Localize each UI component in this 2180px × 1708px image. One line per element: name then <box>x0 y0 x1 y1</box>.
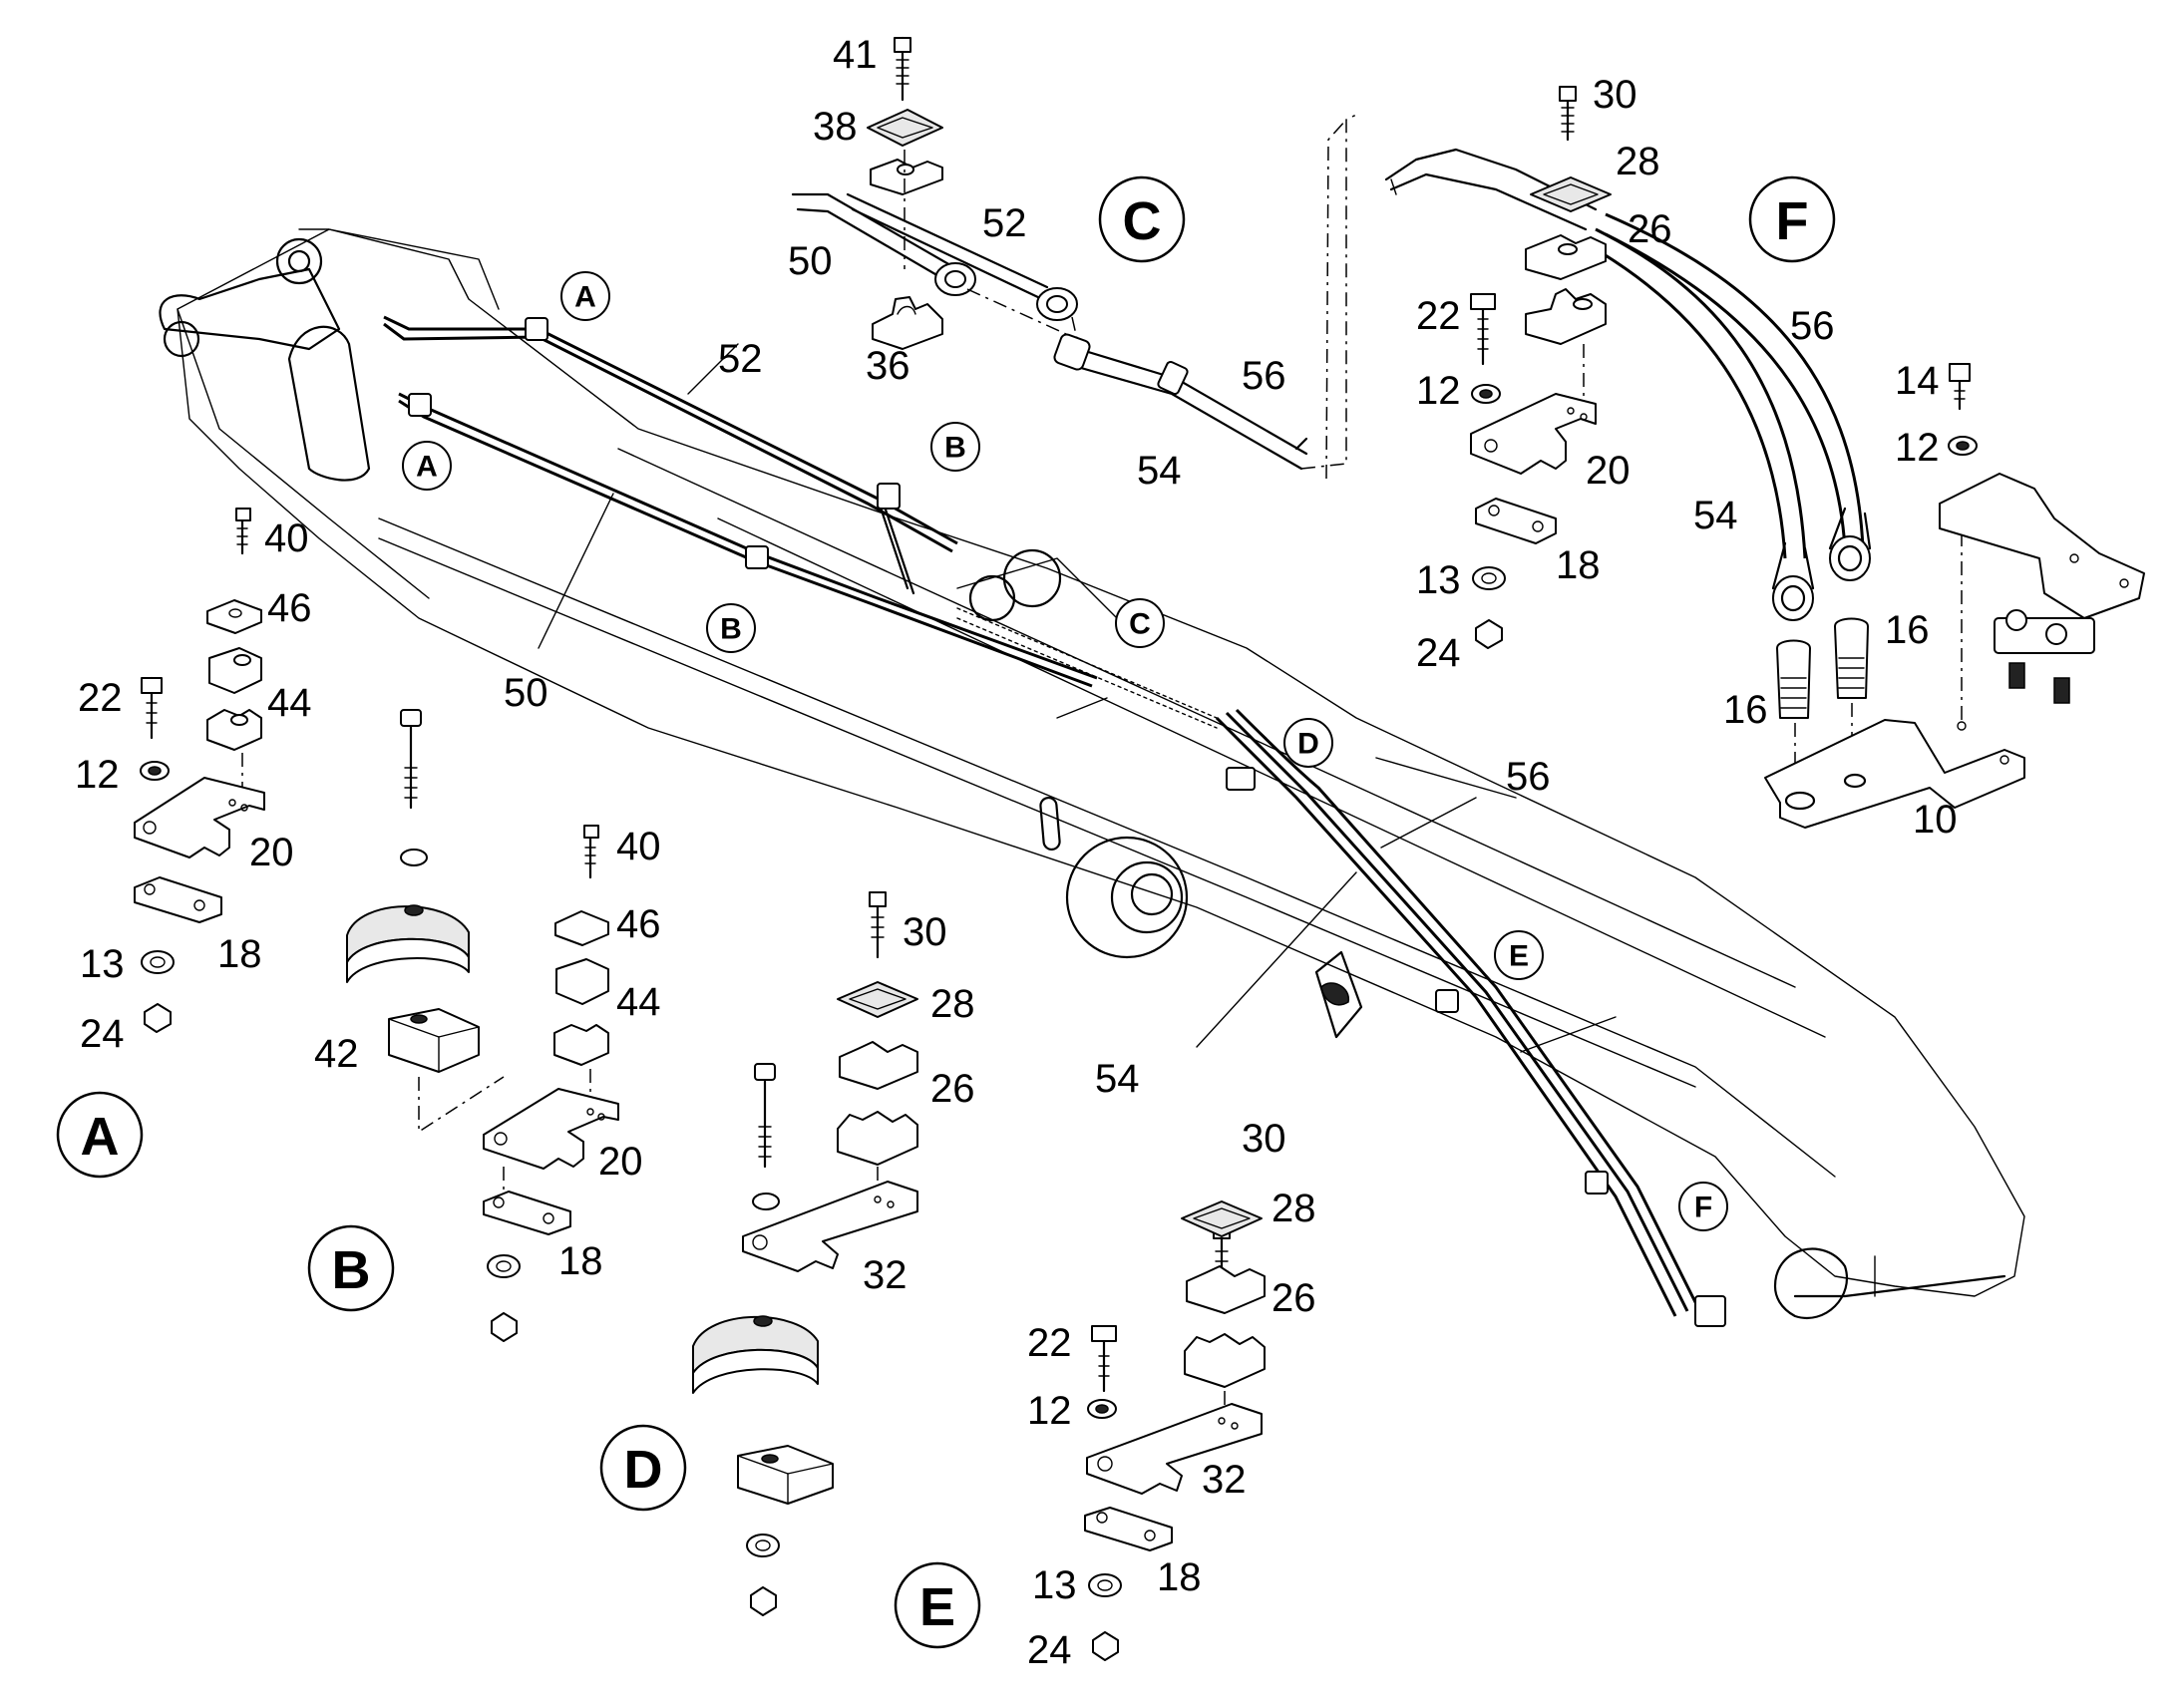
svg-text:E: E <box>1509 940 1529 973</box>
svg-text:A: A <box>574 281 596 314</box>
detail-e <box>1084 1200 1266 1661</box>
label-24-a: 24 <box>80 1012 125 1056</box>
label-12-e: 12 <box>1027 1389 1072 1433</box>
boom-marker-d: D <box>1283 718 1333 768</box>
detail-c <box>791 36 1357 480</box>
boom-arm <box>159 228 2025 1319</box>
label-56-boom: 56 <box>1506 755 1551 799</box>
detail-a <box>134 508 265 1033</box>
label-22-a: 22 <box>78 676 123 720</box>
label-54-detail: 54 <box>1137 449 1182 493</box>
label-22-f: 22 <box>1416 294 1461 338</box>
section-callout-c: C <box>1098 175 1186 263</box>
label-40-a: 40 <box>264 516 309 560</box>
label-22-e: 22 <box>1027 1321 1072 1365</box>
label-16-left: 16 <box>1723 688 1768 732</box>
label-26-e: 26 <box>1272 1276 1316 1320</box>
label-40-b: 40 <box>616 825 661 868</box>
label-13-e: 13 <box>1032 1563 1077 1607</box>
label-10: 10 <box>1913 798 1958 842</box>
boom-markers: A A B B C D E F <box>402 271 1728 1231</box>
label-20-f: 20 <box>1586 449 1631 493</box>
label-20-a: 20 <box>249 831 294 874</box>
label-46-a: 46 <box>267 586 312 630</box>
label-38: 38 <box>813 105 858 149</box>
section-callout-d: D <box>599 1424 687 1512</box>
boom-marker-a-top: A <box>560 271 610 321</box>
section-callouts: C F A B D E <box>56 175 1836 1649</box>
label-56-f: 56 <box>1790 304 1835 348</box>
section-callout-e: E <box>894 1561 981 1649</box>
svg-text:A: A <box>416 451 438 484</box>
svg-text:D: D <box>624 1440 663 1500</box>
boom-marker-f: F <box>1678 1182 1728 1231</box>
label-24-e: 24 <box>1027 1628 1072 1672</box>
label-16-right: 16 <box>1885 608 1930 652</box>
label-46-b: 46 <box>616 902 661 946</box>
label-36: 36 <box>866 344 910 388</box>
label-44-b: 44 <box>616 980 661 1024</box>
boom-marker-c: C <box>1115 598 1165 648</box>
svg-text:C: C <box>1123 191 1162 251</box>
svg-text:C: C <box>1129 608 1151 641</box>
label-50-boom: 50 <box>504 671 548 715</box>
detail-f <box>1384 86 2145 829</box>
detail-b <box>346 709 619 1342</box>
label-52-boom: 52 <box>718 337 763 381</box>
label-24-f: 24 <box>1416 631 1461 675</box>
label-44-a: 44 <box>267 681 312 725</box>
label-26-d: 26 <box>930 1067 975 1111</box>
label-41: 41 <box>833 33 878 77</box>
boom-hoses <box>383 315 1726 1327</box>
label-50-detail: 50 <box>788 239 833 283</box>
detail-d <box>692 891 918 1616</box>
label-54-f: 54 <box>1693 494 1738 537</box>
svg-text:B: B <box>720 613 742 646</box>
label-13-f: 13 <box>1416 558 1461 602</box>
label-12-a: 12 <box>75 753 120 797</box>
svg-text:D: D <box>1297 728 1319 761</box>
svg-text:A: A <box>81 1107 120 1167</box>
svg-text:F: F <box>1776 191 1809 251</box>
part-number-labels: 41 38 52 50 36 56 54 52 50 30 28 26 22 1… <box>75 33 1958 1672</box>
label-54-boom: 54 <box>1095 1057 1140 1101</box>
boom-marker-e: E <box>1494 930 1544 980</box>
label-12-bracket: 12 <box>1895 426 1940 470</box>
label-28-d: 28 <box>930 982 975 1026</box>
boom-marker-b-right: B <box>930 422 980 472</box>
label-30-f: 30 <box>1593 73 1637 117</box>
svg-text:E: E <box>919 1577 955 1637</box>
label-28-f: 28 <box>1616 140 1660 183</box>
boom-marker-a-left: A <box>402 441 452 491</box>
label-13-a: 13 <box>80 942 125 986</box>
section-callout-b: B <box>307 1224 395 1312</box>
label-20-b: 20 <box>598 1140 643 1184</box>
boom-marker-b-left: B <box>706 603 756 653</box>
label-32-d: 32 <box>863 1253 908 1297</box>
label-32-e: 32 <box>1202 1458 1247 1502</box>
label-52-detail: 52 <box>982 201 1027 245</box>
label-26-f: 26 <box>1628 207 1672 251</box>
svg-text:F: F <box>1694 1192 1712 1224</box>
section-callout-a: A <box>56 1091 144 1179</box>
label-14: 14 <box>1895 359 1940 403</box>
label-18-f: 18 <box>1556 543 1601 587</box>
label-28-e: 28 <box>1272 1187 1316 1230</box>
label-42: 42 <box>314 1032 359 1076</box>
section-callout-f: F <box>1748 175 1836 263</box>
label-18-a: 18 <box>217 932 262 976</box>
label-30-d: 30 <box>903 910 947 954</box>
svg-text:B: B <box>332 1240 371 1300</box>
label-18-b: 18 <box>558 1239 603 1283</box>
svg-text:B: B <box>944 432 966 465</box>
label-30-e: 30 <box>1242 1117 1286 1161</box>
label-56-detail: 56 <box>1242 354 1286 398</box>
label-12-f: 12 <box>1416 369 1461 413</box>
label-18-e: 18 <box>1157 1555 1202 1599</box>
